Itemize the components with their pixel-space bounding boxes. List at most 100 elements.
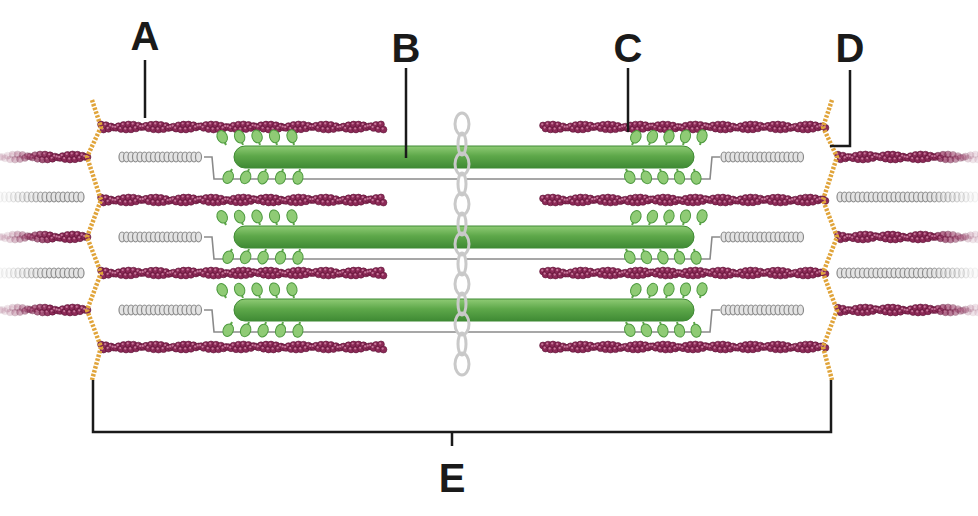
actin-highlight: [294, 347, 296, 349]
actin-highlight: [282, 198, 284, 200]
actin-highlight: [307, 124, 309, 126]
actin-highlight: [541, 196, 543, 198]
actin-highlight: [187, 268, 189, 270]
actin-highlight: [589, 123, 591, 125]
actin-highlight: [269, 122, 271, 124]
actin-highlight: [571, 347, 573, 349]
actin-highlight: [379, 342, 381, 344]
actin-highlight: [149, 343, 151, 345]
actin-highlight: [292, 343, 294, 345]
actin-highlight: [247, 269, 249, 271]
actin-highlight: [117, 270, 119, 272]
actin-highlight: [591, 198, 593, 200]
actin-highlight: [152, 273, 154, 275]
actin-highlight: [554, 127, 556, 129]
actin-highlight: [214, 343, 216, 345]
actin-highlight: [217, 347, 219, 349]
actin-highlight: [332, 127, 334, 129]
actin-highlight: [317, 199, 319, 201]
actin-highlight: [566, 199, 568, 201]
actin-highlight: [791, 125, 793, 127]
actin-highlight: [272, 200, 274, 202]
actin-highlight: [741, 200, 743, 202]
actin-highlight: [611, 123, 613, 125]
actin-highlight: [329, 123, 331, 125]
actin-highlight: [227, 198, 229, 200]
actin-highlight: [566, 272, 568, 274]
titin-loop: [78, 192, 84, 202]
actin-highlight: [287, 124, 289, 126]
actin-highlight: [159, 196, 161, 198]
actin-highlight: [709, 125, 711, 127]
actin-highlight: [574, 269, 576, 271]
actin-highlight: [676, 271, 678, 273]
actin-highlight: [312, 271, 314, 273]
titin-coil: [837, 268, 978, 278]
actin-highlight: [224, 198, 226, 200]
actin-highlight: [337, 199, 339, 201]
actin-highlight: [129, 200, 131, 202]
actin-highlight: [706, 198, 708, 200]
actin-highlight: [187, 342, 189, 344]
actin-highlight: [257, 271, 259, 273]
actin-highlight: [154, 342, 156, 344]
actin-highlight: [786, 197, 788, 199]
actin-highlight: [624, 125, 626, 127]
actin-highlight: [237, 343, 239, 345]
actin-highlight: [212, 127, 214, 129]
actin-highlight: [614, 200, 616, 202]
actin-highlight: [556, 196, 558, 198]
actin-highlight: [114, 272, 116, 274]
actin-highlight: [112, 272, 114, 274]
actin-highlight: [357, 342, 359, 344]
actin-highlight: [137, 123, 139, 125]
actin-highlight: [337, 272, 339, 274]
actin-highlight: [269, 268, 271, 270]
actin-highlight: [284, 272, 286, 274]
actin-highlight: [372, 272, 374, 274]
actin-highlight: [219, 269, 221, 271]
actin-highlight: [362, 196, 364, 198]
actin-highlight: [134, 126, 136, 128]
actin-highlight: [367, 344, 369, 346]
actin-highlight: [374, 269, 376, 271]
actin-highlight: [202, 272, 204, 274]
actin-highlight: [172, 345, 174, 347]
actin-highlight: [289, 273, 291, 275]
actin-highlight: [142, 125, 144, 127]
actin-highlight: [247, 343, 249, 345]
actin-highlight: [159, 343, 161, 345]
actin-highlight: [332, 347, 334, 349]
actin-highlight: [656, 123, 658, 125]
actin-highlight: [731, 197, 733, 199]
actin-highlight: [194, 125, 196, 127]
actin-highlight: [671, 123, 673, 125]
actin-highlight: [734, 272, 736, 274]
actin-highlight: [197, 124, 199, 126]
actin-highlight: [714, 273, 716, 275]
actin-highlight: [791, 198, 793, 200]
actin-highlight: [199, 270, 201, 272]
actin-highlight: [611, 196, 613, 198]
actin-highlight: [164, 344, 166, 346]
actin-highlight: [661, 268, 663, 270]
actin-highlight: [112, 346, 114, 348]
actin-highlight: [576, 200, 578, 202]
actin-highlight: [554, 273, 556, 275]
actin-highlight: [789, 126, 791, 128]
actin-highlight: [174, 347, 176, 349]
actin-highlight: [596, 197, 598, 199]
actin-highlight: [686, 200, 688, 202]
actin-highlight: [309, 125, 311, 127]
actin-highlight: [104, 269, 106, 271]
actin-highlight: [661, 122, 663, 124]
actin-highlight: [272, 273, 274, 275]
actin-highlight: [794, 271, 796, 273]
actin-highlight: [194, 271, 196, 273]
actin-highlight: [749, 268, 751, 270]
actin-highlight: [641, 200, 643, 202]
actin-highlight: [339, 198, 341, 200]
actin-highlight: [674, 126, 676, 128]
actin-highlight: [162, 200, 164, 202]
actin-highlight: [761, 198, 763, 200]
